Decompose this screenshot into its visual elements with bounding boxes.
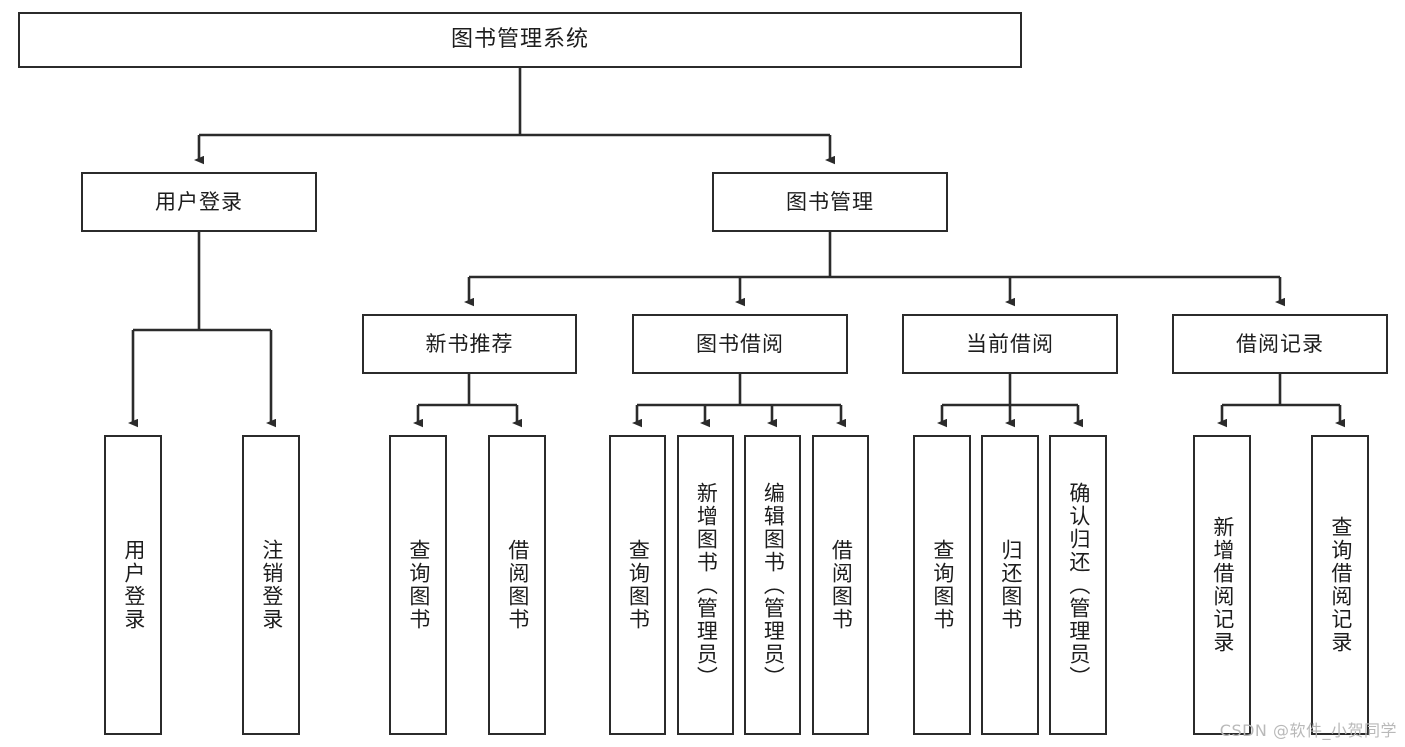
node-label: 新增借阅记录	[1210, 516, 1235, 654]
node-label: 归还图书	[998, 539, 1023, 631]
leaf-current-borrow-confirm-return-admin[interactable]: 确认归还（管理员）	[1049, 435, 1107, 735]
node-label: 用户登录	[121, 539, 146, 631]
node-label: 编辑图书（管理员）	[761, 481, 786, 689]
node-label: 借阅图书	[505, 539, 530, 631]
node-label: 图书管理	[786, 189, 874, 214]
node-label: 查询图书	[930, 539, 955, 631]
node-label: 借阅图书	[829, 539, 854, 631]
leaf-borrow-record-add-record[interactable]: 新增借阅记录	[1193, 435, 1251, 735]
node-label: 当前借阅	[966, 331, 1054, 356]
node-user-login[interactable]: 用户登录	[81, 172, 317, 232]
leaf-user-login-login[interactable]: 用户登录	[104, 435, 162, 735]
node-label: 新增图书（管理员）	[694, 481, 719, 689]
leaf-book-borrow-add-book-admin[interactable]: 新增图书（管理员）	[677, 435, 734, 735]
node-label: 借阅记录	[1236, 331, 1324, 356]
leaf-book-borrow-edit-book-admin[interactable]: 编辑图书（管理员）	[744, 435, 801, 735]
node-current-borrow[interactable]: 当前借阅	[902, 314, 1118, 374]
leaf-new-book-query-book[interactable]: 查询图书	[389, 435, 447, 735]
leaf-user-login-logout[interactable]: 注销登录	[242, 435, 300, 735]
leaf-current-borrow-return-book[interactable]: 归还图书	[981, 435, 1039, 735]
node-borrow-record[interactable]: 借阅记录	[1172, 314, 1388, 374]
leaf-borrow-record-query-record[interactable]: 查询借阅记录	[1311, 435, 1369, 735]
node-root-book-management-system[interactable]: 图书管理系统	[18, 12, 1022, 68]
node-label: 新书推荐	[425, 331, 514, 356]
csdn-watermark: CSDN @软件_小贺同学	[1219, 721, 1397, 740]
node-label: 图书管理系统	[450, 27, 589, 53]
node-label: 注销登录	[259, 539, 284, 631]
leaf-new-book-borrow-book[interactable]: 借阅图书	[488, 435, 546, 735]
leaf-book-borrow-query-book[interactable]: 查询图书	[609, 435, 666, 735]
node-label: 图书借阅	[696, 331, 784, 356]
node-label: 查询借阅记录	[1328, 516, 1353, 654]
node-label: 查询图书	[626, 539, 651, 631]
node-label: 确认归还（管理员）	[1066, 481, 1091, 689]
node-label: 用户登录	[155, 189, 243, 214]
leaf-book-borrow-borrow-book[interactable]: 借阅图书	[812, 435, 869, 735]
node-label: 查询图书	[406, 539, 431, 631]
node-new-book-recommend[interactable]: 新书推荐	[362, 314, 577, 374]
node-book-management[interactable]: 图书管理	[712, 172, 948, 232]
node-book-borrow[interactable]: 图书借阅	[632, 314, 848, 374]
leaf-current-borrow-query-book[interactable]: 查询图书	[913, 435, 971, 735]
